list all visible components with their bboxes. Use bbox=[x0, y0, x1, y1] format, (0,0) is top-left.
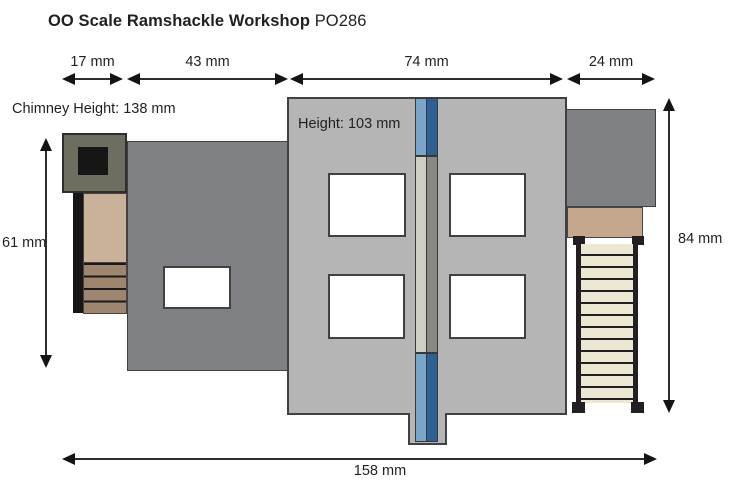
product-name: OO Scale Ramshackle Workshop bbox=[48, 12, 311, 30]
chimney-vent bbox=[78, 147, 108, 175]
dim-arrow-158mm bbox=[62, 453, 657, 465]
dim-arrow-74mm bbox=[290, 73, 563, 85]
dim-arrow-61mm bbox=[40, 138, 52, 368]
window-lower-left bbox=[328, 274, 405, 339]
chimney-column bbox=[83, 193, 127, 314]
drainpipe-dark-half bbox=[427, 99, 437, 155]
arrowhead-right-icon bbox=[644, 453, 657, 465]
window-lower-right bbox=[449, 274, 526, 339]
arrowhead-left-icon bbox=[290, 73, 303, 85]
drainpipe-dark-half bbox=[427, 157, 437, 352]
dim-label-24mm: 24 mm bbox=[588, 54, 634, 70]
left-wing-wall bbox=[127, 141, 289, 371]
arrowhead-left-icon bbox=[62, 73, 75, 85]
drainpipe-light-half bbox=[416, 99, 427, 155]
arrowhead-down-icon bbox=[663, 400, 675, 413]
ladder bbox=[576, 244, 638, 403]
chimney-steps bbox=[83, 262, 127, 314]
ladder-cap-left bbox=[573, 236, 585, 245]
right-wing-wall bbox=[565, 109, 656, 207]
drainpipe-dark-half bbox=[427, 354, 437, 441]
ladder-foot-right bbox=[631, 402, 644, 413]
product-code: PO286 bbox=[314, 12, 367, 30]
drainpipe-light-half bbox=[416, 157, 427, 352]
arrowhead-right-icon bbox=[642, 73, 655, 85]
dim-arrow-24mm bbox=[567, 73, 655, 85]
dim-arrow-84mm bbox=[663, 98, 675, 413]
arrowhead-up-icon bbox=[663, 98, 675, 111]
chimney-cap bbox=[62, 133, 127, 193]
ladder-cap-right bbox=[632, 236, 644, 245]
chimney-height-label: Chimney Height: 138 mm bbox=[12, 101, 176, 117]
arrowhead-right-icon bbox=[110, 73, 123, 85]
dim-arrow-17mm bbox=[62, 73, 123, 85]
dim-arrow-43mm bbox=[127, 73, 288, 85]
ladder-foot-left bbox=[572, 402, 585, 413]
arrowhead-right-icon bbox=[550, 73, 563, 85]
wall-height-label: Height: 103 mm bbox=[298, 116, 401, 132]
dim-label-158mm: 158 mm bbox=[353, 463, 407, 479]
drainpipe-light-half bbox=[416, 354, 427, 441]
drainpipe-top bbox=[415, 98, 438, 156]
drainpipe-middle bbox=[415, 156, 438, 353]
left-wing-window bbox=[163, 266, 231, 309]
dim-label-43mm: 43 mm bbox=[185, 54, 230, 70]
arrowhead-up-icon bbox=[40, 138, 52, 151]
dim-label-17mm: 17 mm bbox=[70, 54, 115, 70]
window-upper-right bbox=[449, 173, 526, 237]
dim-label-74mm: 74 mm bbox=[404, 54, 449, 70]
dim-label-61mm: 61 mm bbox=[2, 235, 47, 251]
drainpipe-bottom bbox=[415, 353, 438, 442]
page-title: OO Scale Ramshackle Workshop PO286 bbox=[48, 12, 367, 31]
arrowhead-right-icon bbox=[275, 73, 288, 85]
arrowhead-down-icon bbox=[40, 355, 52, 368]
arrowhead-left-icon bbox=[62, 453, 75, 465]
right-wing-landing bbox=[567, 207, 643, 238]
arrowhead-left-icon bbox=[127, 73, 140, 85]
arrowhead-left-icon bbox=[567, 73, 580, 85]
chimney-downpipe bbox=[73, 193, 83, 313]
dim-label-84mm: 84 mm bbox=[678, 231, 723, 247]
window-upper-left bbox=[328, 173, 406, 237]
